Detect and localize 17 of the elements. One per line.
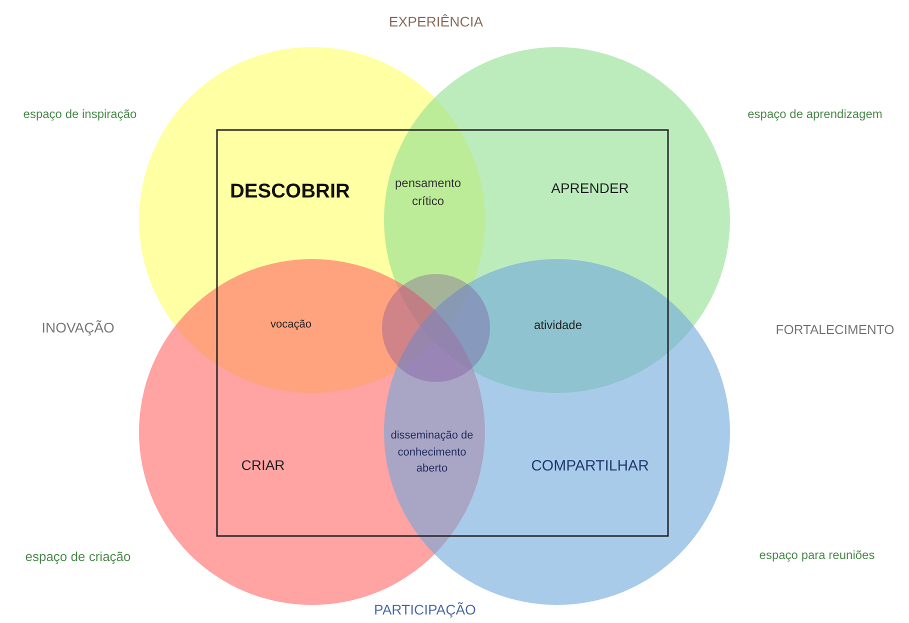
circle-title: CRIAR (241, 457, 285, 473)
circle-title: COMPARTILHAR (531, 458, 649, 474)
center-circle (382, 274, 490, 382)
overlap-label: pensamento crítico (394, 175, 462, 210)
space-label: espaço para reuniões (759, 548, 875, 562)
overlap-label: disseminação de conhecimento aberto (390, 428, 474, 476)
space-label: espaço de inspiração (23, 106, 137, 122)
axis-label: PARTICIPAÇÃO (374, 602, 476, 618)
space-label: espaço de criação (25, 549, 131, 565)
overlap-label: vocação (270, 318, 312, 332)
circle-title: APRENDER (551, 180, 629, 196)
overlap-label: atividade (534, 318, 582, 332)
axis-label: EXPERIÊNCIA (388, 14, 484, 30)
axis-label: INOVAÇÃO (42, 320, 114, 336)
circle-title: DESCOBRIR (230, 180, 350, 204)
axis-label: FORTALECIMENTO (776, 322, 894, 338)
space-label: espaço de aprendizagem (748, 106, 882, 122)
